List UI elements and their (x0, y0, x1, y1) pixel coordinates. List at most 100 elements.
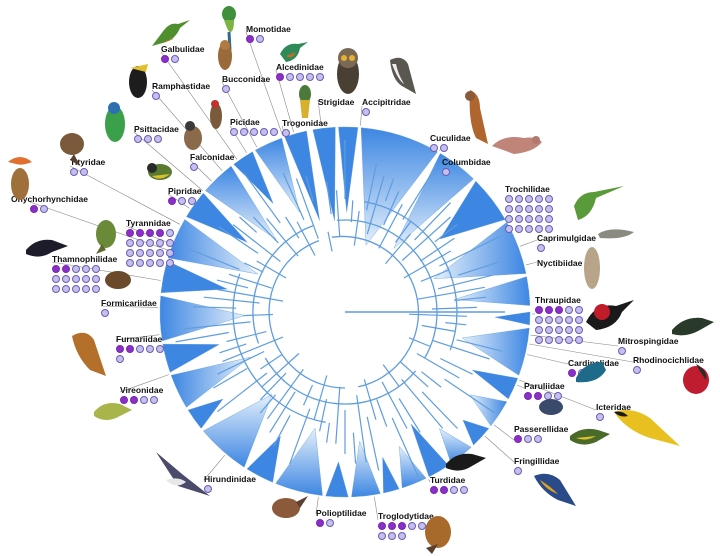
dot-filled (120, 396, 128, 404)
branch (226, 331, 267, 343)
finch-illustration (534, 473, 576, 506)
family-label-thraupidae: Thraupidae (535, 295, 581, 305)
dot-empty (535, 326, 543, 334)
species-dots-caprimulgidae (537, 244, 587, 254)
species-dots-polioptilidae (316, 519, 366, 529)
woodpecker-illustration (210, 100, 222, 129)
branch (256, 260, 287, 279)
dot-empty (256, 35, 264, 43)
rhodinocichla-illustration (683, 364, 709, 394)
dot-empty (545, 215, 553, 223)
branch (401, 379, 444, 429)
branch (282, 172, 305, 220)
leader-line-galbulidae (160, 51, 238, 160)
dot-empty (62, 275, 70, 283)
species-dots-ramphastidae (152, 92, 202, 102)
clade-wedge (167, 219, 259, 275)
dot-empty (152, 92, 160, 100)
leader-line-troglodytidae (374, 496, 379, 521)
dot-empty (136, 239, 144, 247)
dot-filled (388, 522, 396, 530)
mitrospingus-illustration (672, 317, 714, 336)
family-label-tyrannidae: Tyrannidae (126, 218, 171, 228)
dot-empty (505, 195, 513, 203)
branch (403, 250, 451, 279)
dot-empty (282, 129, 290, 137)
dot-empty (418, 522, 426, 530)
owl-illustration (337, 48, 359, 94)
dot-empty (286, 73, 294, 81)
branch-arc (264, 357, 416, 405)
branch (243, 313, 274, 317)
dot-empty (126, 259, 134, 267)
family-label-troglodytidae: Troglodytidae (378, 511, 434, 521)
branch (305, 175, 314, 202)
branch (414, 202, 452, 241)
clade-wedge (472, 369, 518, 400)
branch (439, 236, 500, 267)
branch (183, 321, 251, 330)
cardinal-illustration (576, 362, 606, 383)
dot-empty (515, 215, 523, 223)
tanager-illustration (586, 300, 634, 330)
species-dots-icteridae (596, 413, 646, 423)
dot-empty (146, 239, 154, 247)
clade-wedge (186, 192, 248, 243)
vireo-illustration (94, 403, 132, 420)
branch (269, 391, 296, 433)
family-label-caprimulgidae: Caprimulgidae (537, 233, 597, 243)
branch (398, 398, 421, 433)
clade-wedge (494, 311, 531, 326)
family-label-accipitridae: Accipitridae (362, 97, 411, 107)
branch (420, 269, 450, 282)
dot-empty (505, 215, 513, 223)
dot-empty (545, 225, 553, 233)
branch-arc (252, 224, 314, 344)
ovenbird-illustration (72, 332, 106, 376)
clade-wedge (159, 295, 246, 342)
dot-empty (398, 532, 406, 540)
dot-empty (460, 486, 468, 494)
leader-line-paruliidae (516, 384, 525, 389)
dot-empty (82, 275, 90, 283)
dot-empty (545, 326, 553, 334)
dot-filled (545, 306, 553, 314)
dot-empty (101, 309, 109, 317)
family-label-psittacidae: Psittacidae (134, 124, 179, 134)
branch (273, 415, 291, 447)
dot-empty (440, 144, 448, 152)
species-dots-bucconidae (222, 85, 272, 95)
dot-empty (505, 205, 513, 213)
family-label-alcedinidae: Alcedinidae (276, 62, 324, 72)
dot-empty (240, 128, 248, 136)
family-label-vireonidae: Vireonidae (120, 385, 164, 395)
species-dots-thraupidae (535, 306, 585, 346)
dot-empty (52, 285, 60, 293)
dot-empty (618, 347, 626, 355)
branch-arc (364, 201, 458, 351)
branch (285, 216, 300, 239)
wren-illustration (425, 516, 451, 554)
branch (383, 191, 400, 226)
leader-line-fringillidae (484, 435, 515, 463)
dot-empty (70, 168, 78, 176)
leader-line-thamnophilidae (51, 261, 161, 281)
dot-empty (534, 435, 542, 443)
dot-empty (154, 135, 162, 143)
dot-empty (545, 336, 553, 344)
species-dots-trogonidae (282, 129, 332, 139)
dot-filled (246, 35, 254, 43)
parrot-illustration (105, 102, 125, 142)
cuckoo-illustration (465, 90, 488, 144)
branch (216, 372, 268, 413)
species-dots-cuculidae (430, 144, 480, 154)
dot-empty (388, 532, 396, 540)
dot-filled (30, 205, 38, 213)
dot-empty (545, 316, 553, 324)
branch (444, 378, 496, 414)
family-label-columbidae: Columbidae (442, 157, 491, 167)
branch (302, 384, 314, 406)
dot-empty (72, 285, 80, 293)
species-dots-thamnophilidae (52, 265, 102, 295)
species-dots-formicariidae (101, 309, 151, 319)
